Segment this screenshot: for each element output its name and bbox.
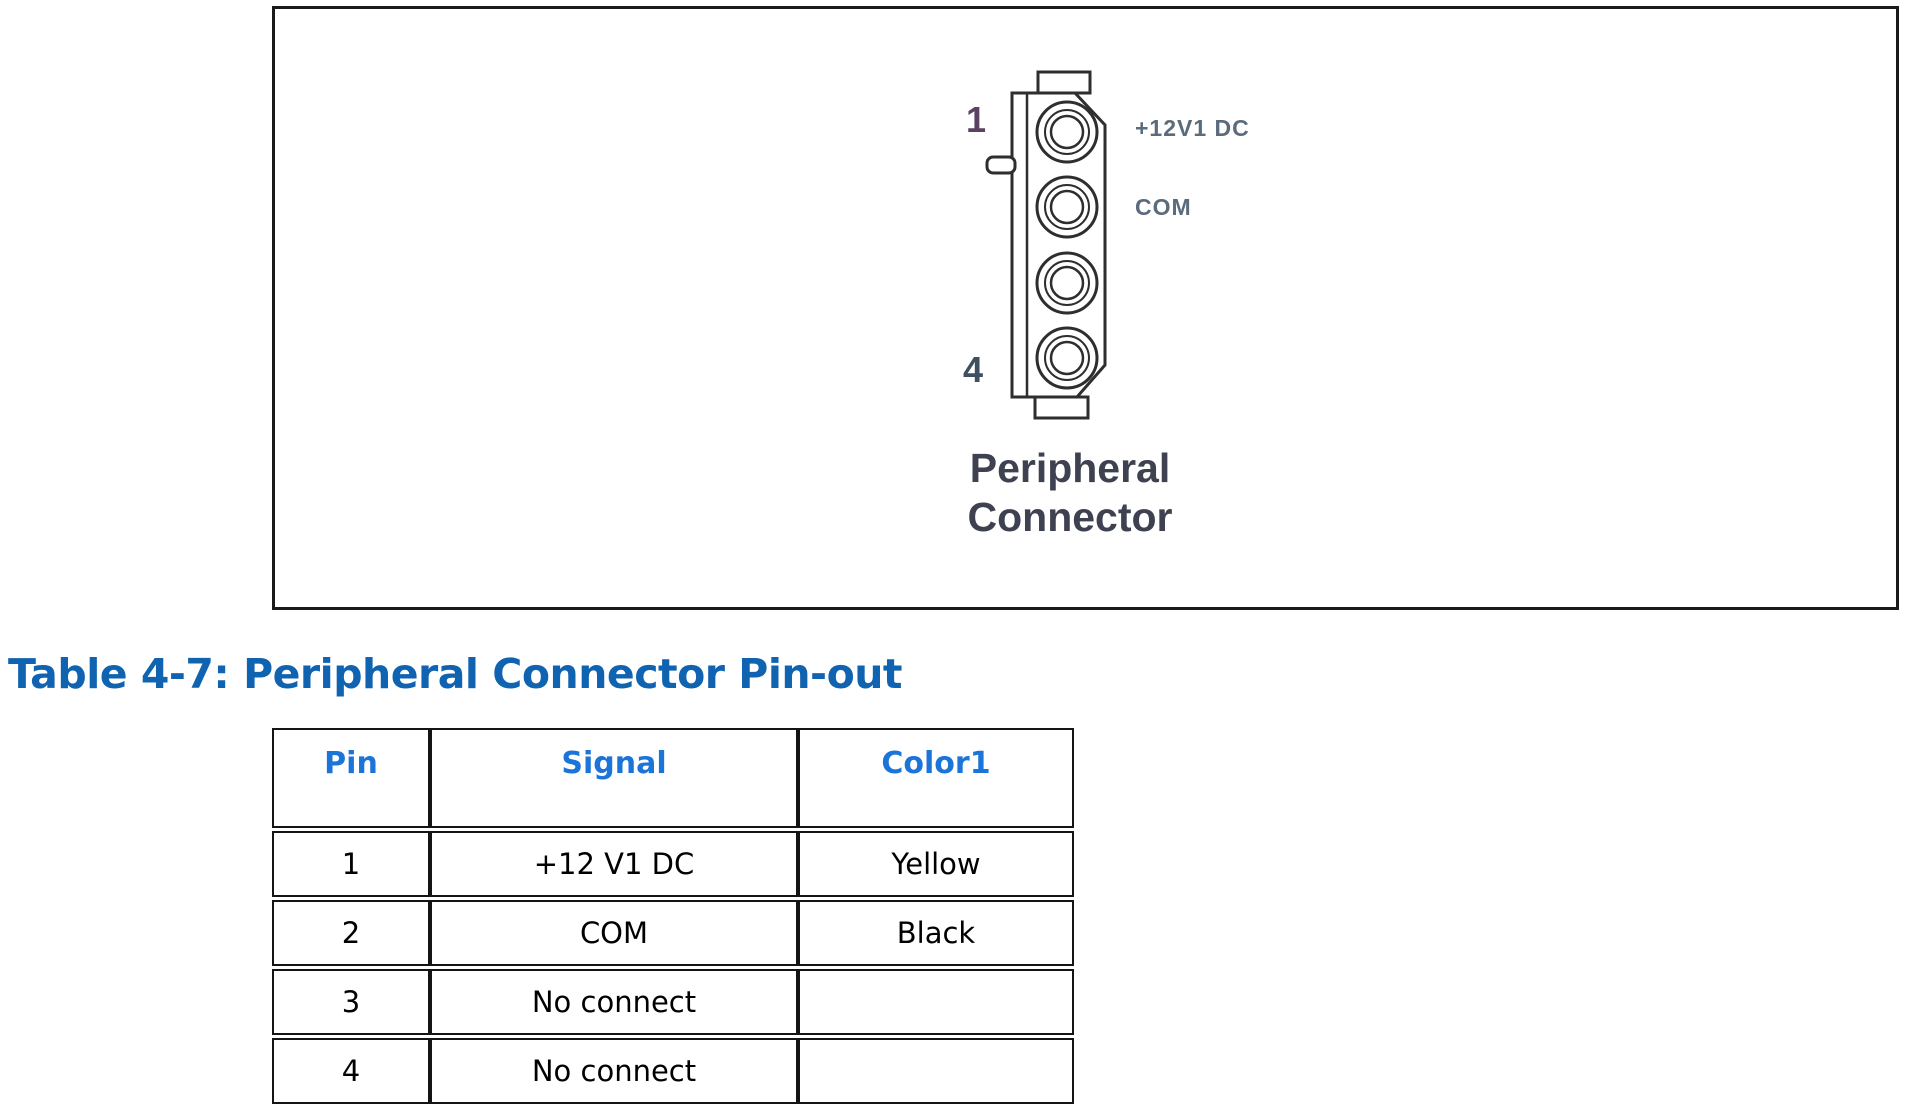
cell-signal: +12 V1 DC bbox=[430, 831, 798, 897]
connector-diagram: 1 4 +12V1 DC COM Peripheral Connector bbox=[952, 66, 1272, 546]
signal-label-com: COM bbox=[1135, 194, 1192, 220]
connector-drawing: 1 4 +12V1 DC COM bbox=[963, 70, 1250, 420]
pin-contact-1 bbox=[1035, 100, 1099, 164]
diagram-caption-line1: Peripheral bbox=[969, 445, 1171, 491]
connector-latch-nub bbox=[985, 155, 1017, 175]
cell-color bbox=[798, 969, 1074, 1035]
cell-signal: No connect bbox=[430, 969, 798, 1035]
pin-contact-2 bbox=[1035, 175, 1099, 239]
cell-signal: No connect bbox=[430, 1038, 798, 1104]
table-row: 4 No connect bbox=[272, 1038, 1074, 1104]
cell-color: Black bbox=[798, 900, 1074, 966]
pin-contact-3 bbox=[1035, 251, 1099, 315]
connector-bottom-tab bbox=[1033, 395, 1090, 420]
pin-contact-4 bbox=[1035, 326, 1099, 390]
signal-label-12v1dc: +12V1 DC bbox=[1135, 115, 1250, 141]
table-header-row: Pin Signal Color1 bbox=[272, 728, 1074, 828]
pinout-table: Pin Signal Color1 1 +12 V1 DC Yellow 2 C… bbox=[272, 725, 1074, 1107]
column-header-signal: Signal bbox=[430, 728, 798, 828]
cell-pin: 4 bbox=[272, 1038, 430, 1104]
cell-pin: 1 bbox=[272, 831, 430, 897]
table-row: 3 No connect bbox=[272, 969, 1074, 1035]
diagram-caption: Peripheral Connector bbox=[937, 444, 1203, 542]
figure-box: 1 4 +12V1 DC COM Peripheral Connector bbox=[272, 6, 1899, 610]
table-row: 2 COM Black bbox=[272, 900, 1074, 966]
connector-body bbox=[1010, 91, 1107, 399]
table-heading: Table 4-7: Peripheral Connector Pin-out bbox=[8, 650, 903, 698]
cell-pin: 3 bbox=[272, 969, 430, 1035]
cell-color bbox=[798, 1038, 1074, 1104]
pin-1-label: 1 bbox=[966, 99, 986, 140]
cell-pin: 2 bbox=[272, 900, 430, 966]
column-header-color: Color1 bbox=[798, 728, 1074, 828]
pin-4-label: 4 bbox=[963, 349, 983, 390]
column-header-pin: Pin bbox=[272, 728, 430, 828]
cell-signal: COM bbox=[430, 900, 798, 966]
table-row: 1 +12 V1 DC Yellow bbox=[272, 831, 1074, 897]
connector-top-tab bbox=[1036, 70, 1092, 95]
cell-color: Yellow bbox=[798, 831, 1074, 897]
diagram-caption-line2: Connector bbox=[967, 494, 1173, 540]
